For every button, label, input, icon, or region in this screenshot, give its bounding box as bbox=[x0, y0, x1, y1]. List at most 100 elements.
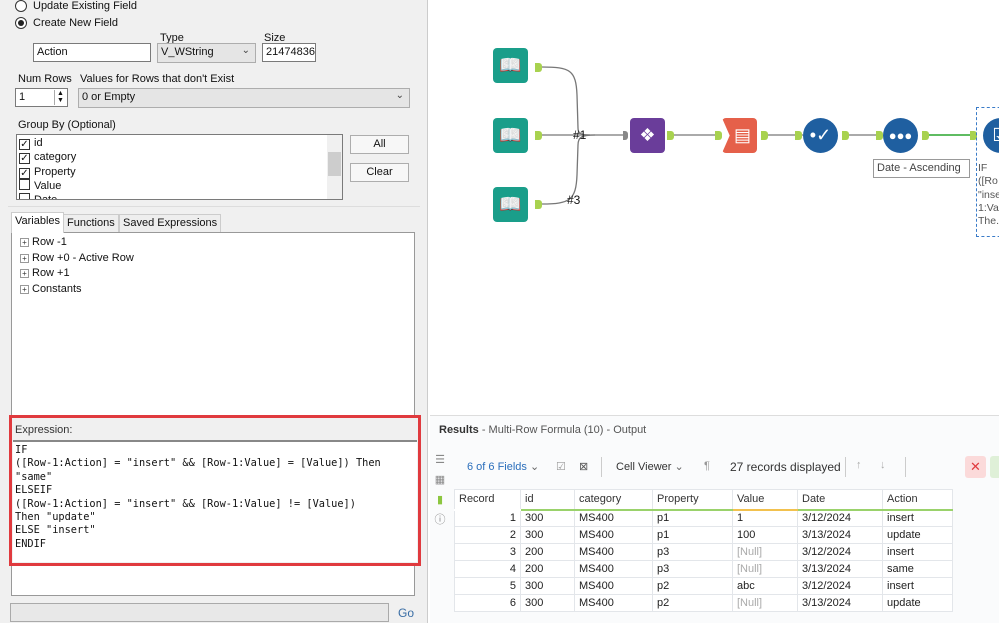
sort-tool[interactable]: ●●● bbox=[883, 118, 918, 153]
table-cell[interactable]: MS400 bbox=[574, 577, 653, 595]
table-cell[interactable]: MS400 bbox=[574, 526, 653, 544]
table-cell[interactable]: p3 bbox=[652, 543, 733, 561]
input-anchor[interactable] bbox=[876, 131, 883, 140]
select-tool[interactable]: ▤ bbox=[722, 118, 757, 153]
metadata-icon[interactable]: ▦ bbox=[434, 474, 446, 486]
checkbox-icon[interactable]: ☑ bbox=[556, 461, 566, 473]
size-input[interactable]: 21474836 bbox=[262, 43, 316, 62]
column-header[interactable]: Value bbox=[732, 489, 798, 511]
num-rows-stepper[interactable]: 1▲▼ bbox=[15, 88, 68, 107]
table-cell[interactable]: 300 bbox=[520, 526, 575, 544]
spinner-arrows-icon[interactable]: ▲▼ bbox=[54, 90, 66, 105]
join-multiple-tool[interactable]: ❖ bbox=[630, 118, 665, 153]
column-header[interactable]: Date bbox=[797, 489, 883, 511]
multi-row-formula-selection[interactable] bbox=[976, 107, 999, 237]
input-anchor[interactable] bbox=[970, 131, 977, 140]
table-cell[interactable]: same bbox=[882, 560, 953, 578]
table-cell[interactable]: 300 bbox=[520, 509, 575, 527]
column-header[interactable]: Property bbox=[652, 489, 733, 511]
table-cell[interactable]: p2 bbox=[652, 577, 733, 595]
update-existing-radio[interactable] bbox=[15, 0, 27, 12]
arrow-up-icon[interactable]: ↑ bbox=[856, 459, 862, 471]
group-by-item[interactable]: ✓category bbox=[19, 150, 340, 165]
table-cell[interactable]: insert bbox=[882, 543, 953, 561]
tree-item-row-0[interactable]: +Row +0 - Active Row bbox=[12, 252, 414, 268]
table-cell[interactable]: p2 bbox=[652, 594, 733, 612]
table-cell[interactable]: 3/13/2024 bbox=[797, 526, 883, 544]
pilcrow-icon[interactable]: ¶ bbox=[704, 460, 710, 472]
output-anchor[interactable] bbox=[535, 131, 542, 140]
table-cell[interactable]: 2 bbox=[454, 526, 521, 544]
table-cell[interactable]: 6 bbox=[454, 594, 521, 612]
go-button[interactable]: Go bbox=[398, 606, 415, 620]
all-button[interactable]: All bbox=[350, 135, 409, 154]
group-by-item[interactable]: Date bbox=[19, 193, 340, 199]
table-cell[interactable]: update bbox=[882, 594, 953, 612]
table-cell[interactable]: 3/12/2024 bbox=[797, 509, 883, 527]
table-cell[interactable]: [Null] bbox=[732, 543, 798, 561]
table-cell[interactable]: 4 bbox=[454, 560, 521, 578]
expression-editor[interactable]: IF ([Row-1:Action] = "insert" && [Row-1:… bbox=[13, 440, 417, 562]
fields-selector[interactable]: 6 of 6 Fields ⌄ bbox=[467, 460, 539, 473]
output-anchor[interactable] bbox=[535, 200, 542, 209]
expand-icon[interactable]: + bbox=[20, 284, 29, 294]
clear-results-button[interactable]: ✕ bbox=[965, 456, 986, 478]
list-icon[interactable]: ☰ bbox=[435, 454, 445, 466]
tab-functions[interactable]: Functions bbox=[63, 214, 119, 232]
create-new-radio[interactable] bbox=[15, 17, 27, 29]
data-cleansing-tool[interactable]: •✓ bbox=[803, 118, 838, 153]
expand-icon[interactable]: + bbox=[20, 253, 29, 263]
tree-item-row-minus-1[interactable]: +Row -1 bbox=[12, 236, 414, 252]
table-cell[interactable]: MS400 bbox=[574, 543, 653, 561]
table-cell[interactable]: p1 bbox=[652, 526, 733, 544]
table-cell[interactable]: 3/13/2024 bbox=[797, 594, 883, 612]
table-cell[interactable]: abc bbox=[732, 577, 798, 595]
deselect-icon[interactable]: ⊠ bbox=[579, 461, 589, 473]
table-cell[interactable]: 3/13/2024 bbox=[797, 560, 883, 578]
group-by-item[interactable]: ✓Property bbox=[19, 165, 340, 179]
results-action-button[interactable] bbox=[990, 456, 999, 478]
multi-row-formula-tool[interactable]: ☑ bbox=[983, 118, 999, 153]
output-anchor[interactable] bbox=[842, 131, 849, 140]
input-data-tool-3[interactable]: 📖 bbox=[493, 187, 528, 222]
input-anchor[interactable] bbox=[623, 131, 628, 140]
tab-saved-expressions[interactable]: Saved Expressions bbox=[119, 214, 222, 232]
help-icon[interactable]: ⓘ bbox=[434, 514, 446, 526]
table-cell[interactable]: insert bbox=[882, 577, 953, 595]
table-cell[interactable]: 100 bbox=[732, 526, 798, 544]
input-anchor[interactable] bbox=[715, 131, 722, 140]
go-input[interactable] bbox=[10, 603, 389, 622]
input-data-tool-1[interactable]: 📖 bbox=[493, 48, 528, 83]
table-cell[interactable]: 3 bbox=[454, 543, 521, 561]
expand-icon[interactable]: + bbox=[20, 269, 29, 278]
arrow-down-icon[interactable]: ↓ bbox=[880, 459, 886, 471]
tree-item-constants[interactable]: +Constants bbox=[12, 283, 414, 299]
table-cell[interactable]: MS400 bbox=[574, 509, 653, 527]
output-anchor[interactable] bbox=[667, 131, 674, 140]
type-select[interactable]: V_WString⌄ bbox=[157, 43, 256, 63]
table-cell[interactable]: 3/12/2024 bbox=[797, 543, 883, 561]
checkbox[interactable] bbox=[19, 193, 30, 199]
table-cell[interactable]: 1 bbox=[454, 509, 521, 527]
checkbox[interactable]: ✓ bbox=[19, 153, 30, 165]
checkbox[interactable]: ✓ bbox=[19, 139, 30, 150]
output-anchor[interactable] bbox=[535, 63, 542, 72]
table-cell[interactable]: 200 bbox=[520, 560, 575, 578]
table-cell[interactable]: 300 bbox=[520, 577, 575, 595]
output-anchor[interactable] bbox=[922, 131, 929, 140]
output-anchor[interactable] bbox=[761, 131, 768, 140]
table-cell[interactable]: [Null] bbox=[732, 594, 798, 612]
table-cell[interactable]: MS400 bbox=[574, 594, 653, 612]
table-cell[interactable]: MS400 bbox=[574, 560, 653, 578]
column-header[interactable]: id bbox=[520, 489, 575, 511]
expand-icon[interactable]: + bbox=[20, 238, 29, 247]
table-cell[interactable]: 1 bbox=[732, 509, 798, 527]
table-cell[interactable]: p3 bbox=[652, 560, 733, 578]
field-name-input[interactable]: Action bbox=[33, 43, 151, 62]
checkbox[interactable] bbox=[19, 178, 30, 190]
column-header[interactable]: Record bbox=[454, 489, 521, 511]
